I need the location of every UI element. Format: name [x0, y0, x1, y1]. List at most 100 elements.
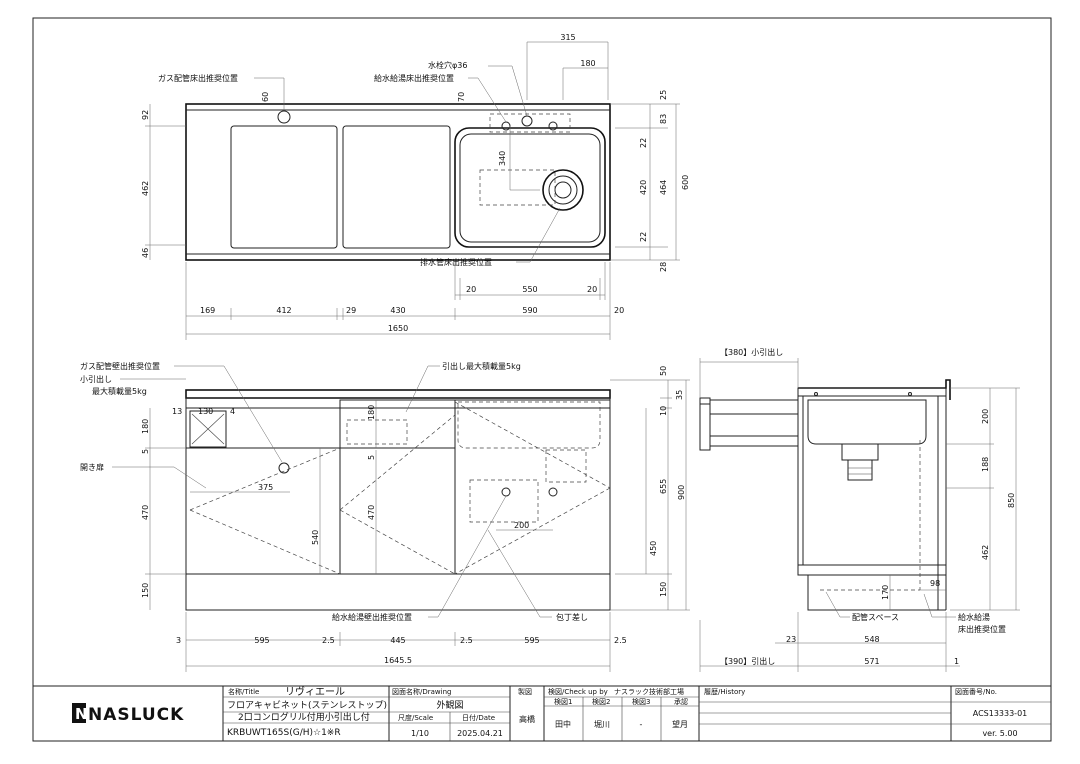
- callout-pipe-space: 配管スペース: [852, 612, 899, 622]
- scale-label: 尺度/Scale: [398, 713, 433, 722]
- history-label: 履歴/History: [704, 688, 745, 696]
- approve-value: 望月: [672, 719, 688, 729]
- dim-470b: 470: [367, 505, 376, 520]
- dim-2-5c: 2.5: [614, 636, 627, 645]
- dim-169: 169: [200, 306, 215, 315]
- dim-10: 10: [659, 406, 668, 416]
- dim-450: 450: [649, 541, 658, 556]
- check3-label: 検図3: [632, 697, 650, 706]
- plan-faucet-hole: [521, 115, 533, 127]
- drawer-extension: [709, 399, 799, 415]
- dim-29: 29: [346, 306, 356, 315]
- dim-92: 92: [141, 110, 150, 120]
- label-small-drawer-ext: 【380】小引出し: [720, 347, 783, 357]
- dim-83: 83: [659, 114, 668, 124]
- hinged-door-right: [454, 399, 611, 575]
- title-label: 名称/Title: [228, 687, 259, 696]
- dim-600: 600: [681, 175, 690, 190]
- dim-595a: 595: [254, 636, 269, 645]
- dim-35: 35: [675, 390, 684, 400]
- callout-knife: 包丁差し: [556, 612, 588, 622]
- date-label: 日付/Date: [462, 713, 495, 722]
- approve-label: 承認: [674, 697, 688, 706]
- dim-412: 412: [276, 306, 291, 315]
- side-view: 【380】小引出し 200 188 462 850 170 98 配管スペース …: [699, 347, 1020, 672]
- dim-3: 3: [176, 636, 181, 645]
- check3-value: -: [640, 720, 643, 729]
- callout-water-floor-side-1: 給水給湯: [958, 612, 990, 622]
- number-label: 図面番号/No.: [955, 688, 997, 696]
- callout-hinged-door: 開き扉: [80, 462, 104, 472]
- drafter-value: 高橋: [519, 714, 535, 724]
- check2-value: 堀川: [594, 720, 610, 729]
- dim-150b: 150: [659, 582, 668, 597]
- plan-workspace: [342, 125, 451, 249]
- dim-13: 13: [172, 407, 182, 416]
- drafter-label: 製図: [518, 687, 532, 696]
- dim-180: 180: [580, 59, 595, 68]
- plan-sink-inner: [459, 133, 601, 243]
- title-line-2: フロアキャビネット(ステンレストップ): [227, 700, 387, 711]
- dim-b20b: 20: [587, 285, 597, 294]
- upper-drawer: [339, 399, 456, 449]
- callout-gas-wall: ガス配管壁出推奨位置: [80, 361, 160, 371]
- callout-drain-floor: 排水管床出推奨位置: [420, 257, 492, 267]
- dim-25: 25: [659, 90, 668, 100]
- dim-540: 540: [311, 530, 320, 545]
- dim-4: 4: [230, 407, 235, 416]
- svg-text:N: N: [75, 705, 88, 723]
- dim-430: 430: [390, 306, 405, 315]
- dim-315: 315: [560, 33, 575, 42]
- dim-200: 200: [514, 521, 529, 530]
- product-name: リヴィエール: [285, 685, 345, 698]
- callout-small-drawer: 小引出し: [80, 374, 112, 384]
- label-drawer-ext: 【390】引出し: [720, 656, 775, 666]
- dim-s850: 850: [1007, 493, 1016, 508]
- dim-445: 445: [390, 636, 405, 645]
- company-logo: NASLUCK: [88, 705, 184, 725]
- dim-900: 900: [677, 485, 686, 500]
- dim-b550: 550: [522, 285, 537, 294]
- version: ver. 5.00: [982, 729, 1017, 738]
- callout-water-wall: 給水給湯壁出推奨位置: [332, 612, 412, 622]
- plan-view: 315 180 60 70 ガス配管床出推奨位置 水栓穴φ36 給水給湯床出推奨…: [141, 33, 690, 340]
- dim-s200: 200: [981, 409, 990, 424]
- dim-s188: 188: [981, 457, 990, 472]
- front-countertop: [185, 389, 611, 399]
- dim-s23: 23: [786, 635, 796, 644]
- dim-46: 46: [141, 248, 150, 258]
- dim-470a: 470: [141, 505, 150, 520]
- scale-value: 1/10: [411, 729, 429, 738]
- callout-small-drawer-load: 最大積載量5kg: [92, 386, 147, 396]
- dim-590: 590: [522, 306, 537, 315]
- check-label: 検図/Check up by: [548, 687, 608, 696]
- dim-s462: 462: [981, 545, 990, 560]
- dim-5a: 5: [141, 449, 150, 454]
- dim-50: 50: [659, 366, 668, 376]
- dim-130: 130: [198, 407, 213, 416]
- dim-462: 462: [141, 181, 150, 196]
- hinged-door-left: [185, 447, 341, 575]
- small-drawer: [189, 410, 227, 448]
- drawer-front-extended: [699, 397, 711, 451]
- callout-water-floor: 給水給湯床出推奨位置: [374, 73, 454, 83]
- dim-180a: 180: [141, 419, 150, 434]
- hinged-door-center: [339, 447, 456, 575]
- dim-150a: 150: [141, 583, 150, 598]
- dim-2-5b: 2.5: [460, 636, 473, 645]
- callout-gas-floor: ガス配管床出推奨位置: [158, 73, 238, 83]
- dim-464: 464: [659, 180, 668, 195]
- dim-s1: 1: [954, 657, 959, 666]
- dim-655: 655: [659, 479, 668, 494]
- drawing-label: 図面名称/Drawing: [392, 687, 451, 696]
- check1-value: 田中: [555, 719, 571, 729]
- title-line-4: KRBUWT165S(G/H)☆1※R: [227, 728, 341, 738]
- drawing-name: 外観図: [436, 699, 463, 711]
- date-value: 2025.04.21: [457, 729, 503, 738]
- drawing-number: ACS13333-01: [973, 709, 1028, 718]
- callout-drawer-load: 引出し最大積載量5kg: [442, 361, 521, 371]
- front-view: 375 540 180 5 470 200 ガス配管壁出推奨位置 小引出し 最大…: [80, 361, 690, 672]
- dim-22b: 22: [639, 232, 648, 242]
- dim-180b: 180: [367, 405, 376, 420]
